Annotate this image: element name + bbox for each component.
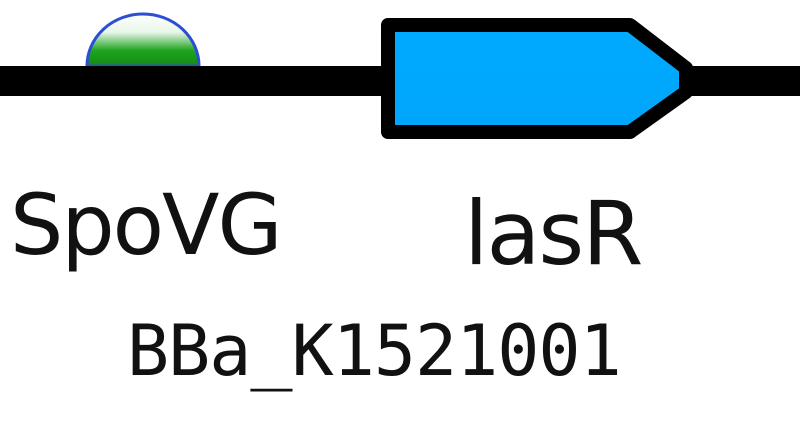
cds-label: lasR [464,182,643,285]
rbs-glyph [85,12,201,68]
rbs-label: SpoVG [10,176,283,274]
cds-glyph [381,18,693,139]
part-id-label: BBa_K1521001 [127,310,622,392]
